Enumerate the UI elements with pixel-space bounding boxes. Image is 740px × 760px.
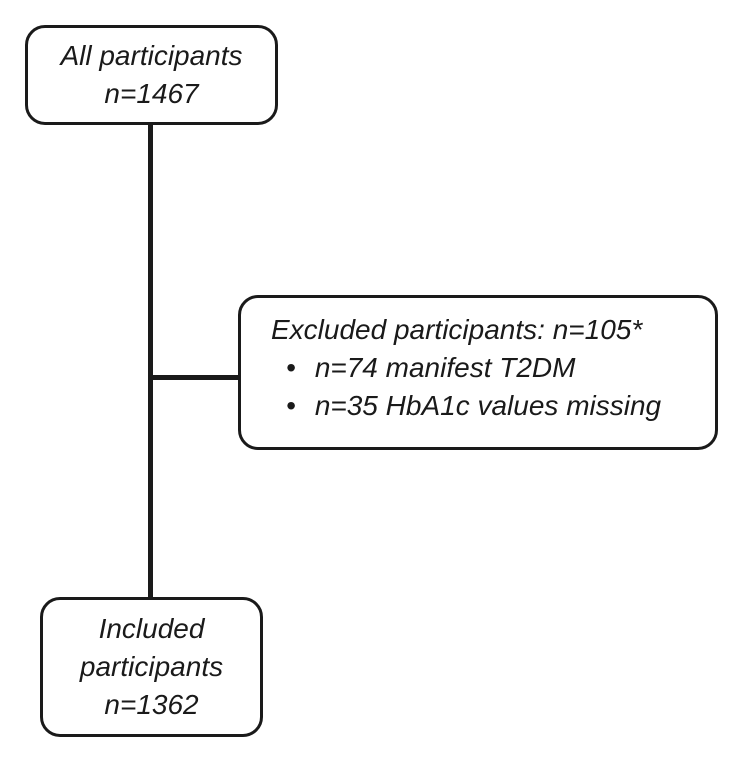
bullet-icon: • bbox=[286, 389, 296, 421]
bullet-icon: • bbox=[286, 351, 296, 383]
connector-vertical-line bbox=[148, 125, 153, 598]
node-all-participants: All participants n=1467 bbox=[25, 25, 278, 125]
node-included-participants-text: Included participants n=1362 bbox=[80, 610, 223, 723]
node-all-participants-text: All participants n=1467 bbox=[60, 37, 242, 113]
excluded-bullet-item: • n=74 manifest T2DM bbox=[286, 349, 703, 387]
node-count: n=1467 bbox=[104, 78, 199, 109]
excluded-title: Excluded participants: n=105* bbox=[271, 314, 643, 345]
node-label: Included bbox=[98, 613, 205, 645]
node-count: n=1362 bbox=[104, 688, 199, 720]
node-included-participants: Included participants n=1362 bbox=[40, 597, 263, 737]
excluded-bullet-text: n=74 manifest T2DM bbox=[314, 351, 576, 383]
excluded-bullet-item: • n=35 HbA1c values missing bbox=[286, 387, 703, 425]
node-excluded-participants: Excluded participants: n=105* • n=74 man… bbox=[238, 295, 718, 450]
node-label: participants bbox=[79, 651, 224, 683]
connector-branch-line bbox=[150, 375, 240, 380]
excluded-bullet-text: n=35 HbA1c values missing bbox=[314, 389, 662, 421]
node-label: All participants bbox=[60, 40, 243, 72]
